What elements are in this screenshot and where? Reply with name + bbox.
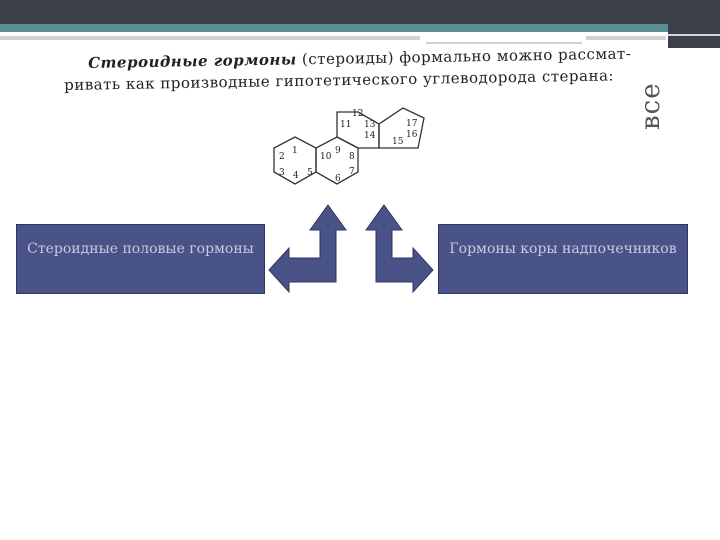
atom-label-15: 15	[392, 137, 404, 147]
atom-label-14: 14	[364, 131, 376, 141]
header-corner-line	[668, 34, 720, 36]
atom-label-1: 1	[292, 146, 298, 156]
steroid-sex-hormones-box: Стероидные половые гормоны	[16, 224, 265, 294]
atom-label-7: 7	[349, 167, 355, 177]
atom-label-16: 16	[406, 130, 418, 140]
header-stripe-middle	[426, 42, 582, 44]
adrenal-cortex-hormones-box: Гормоны коры надпочечников	[438, 224, 688, 294]
arrow-left	[268, 204, 347, 294]
header-stripe-right	[586, 36, 666, 40]
ring-d	[378, 107, 425, 149]
branch-arrows	[268, 204, 434, 294]
sterane-structure: 1 2 3 4 5 6 7 8 9 10 11 12 13 14 15 16 1…	[273, 107, 425, 185]
atom-label-12: 12	[352, 109, 363, 119]
atom-label-2: 2	[279, 152, 285, 162]
atom-label-8: 8	[349, 152, 355, 162]
atom-label-9: 9	[335, 146, 341, 156]
header-bar	[0, 0, 720, 24]
atom-label-6: 6	[335, 174, 341, 184]
header-stripe-left	[0, 36, 420, 40]
header-corner-block	[668, 0, 720, 48]
atom-label-17: 17	[406, 119, 418, 129]
atom-label-10: 10	[320, 152, 332, 162]
arrow-right	[365, 204, 434, 294]
atom-label-13: 13	[364, 120, 376, 130]
sterane-rings	[273, 107, 425, 185]
atom-label-11: 11	[340, 120, 351, 130]
atom-label-4: 4	[293, 171, 299, 181]
header-accent-bar	[0, 24, 720, 32]
atom-label-3: 3	[279, 168, 285, 178]
atom-label-5: 5	[307, 168, 313, 178]
